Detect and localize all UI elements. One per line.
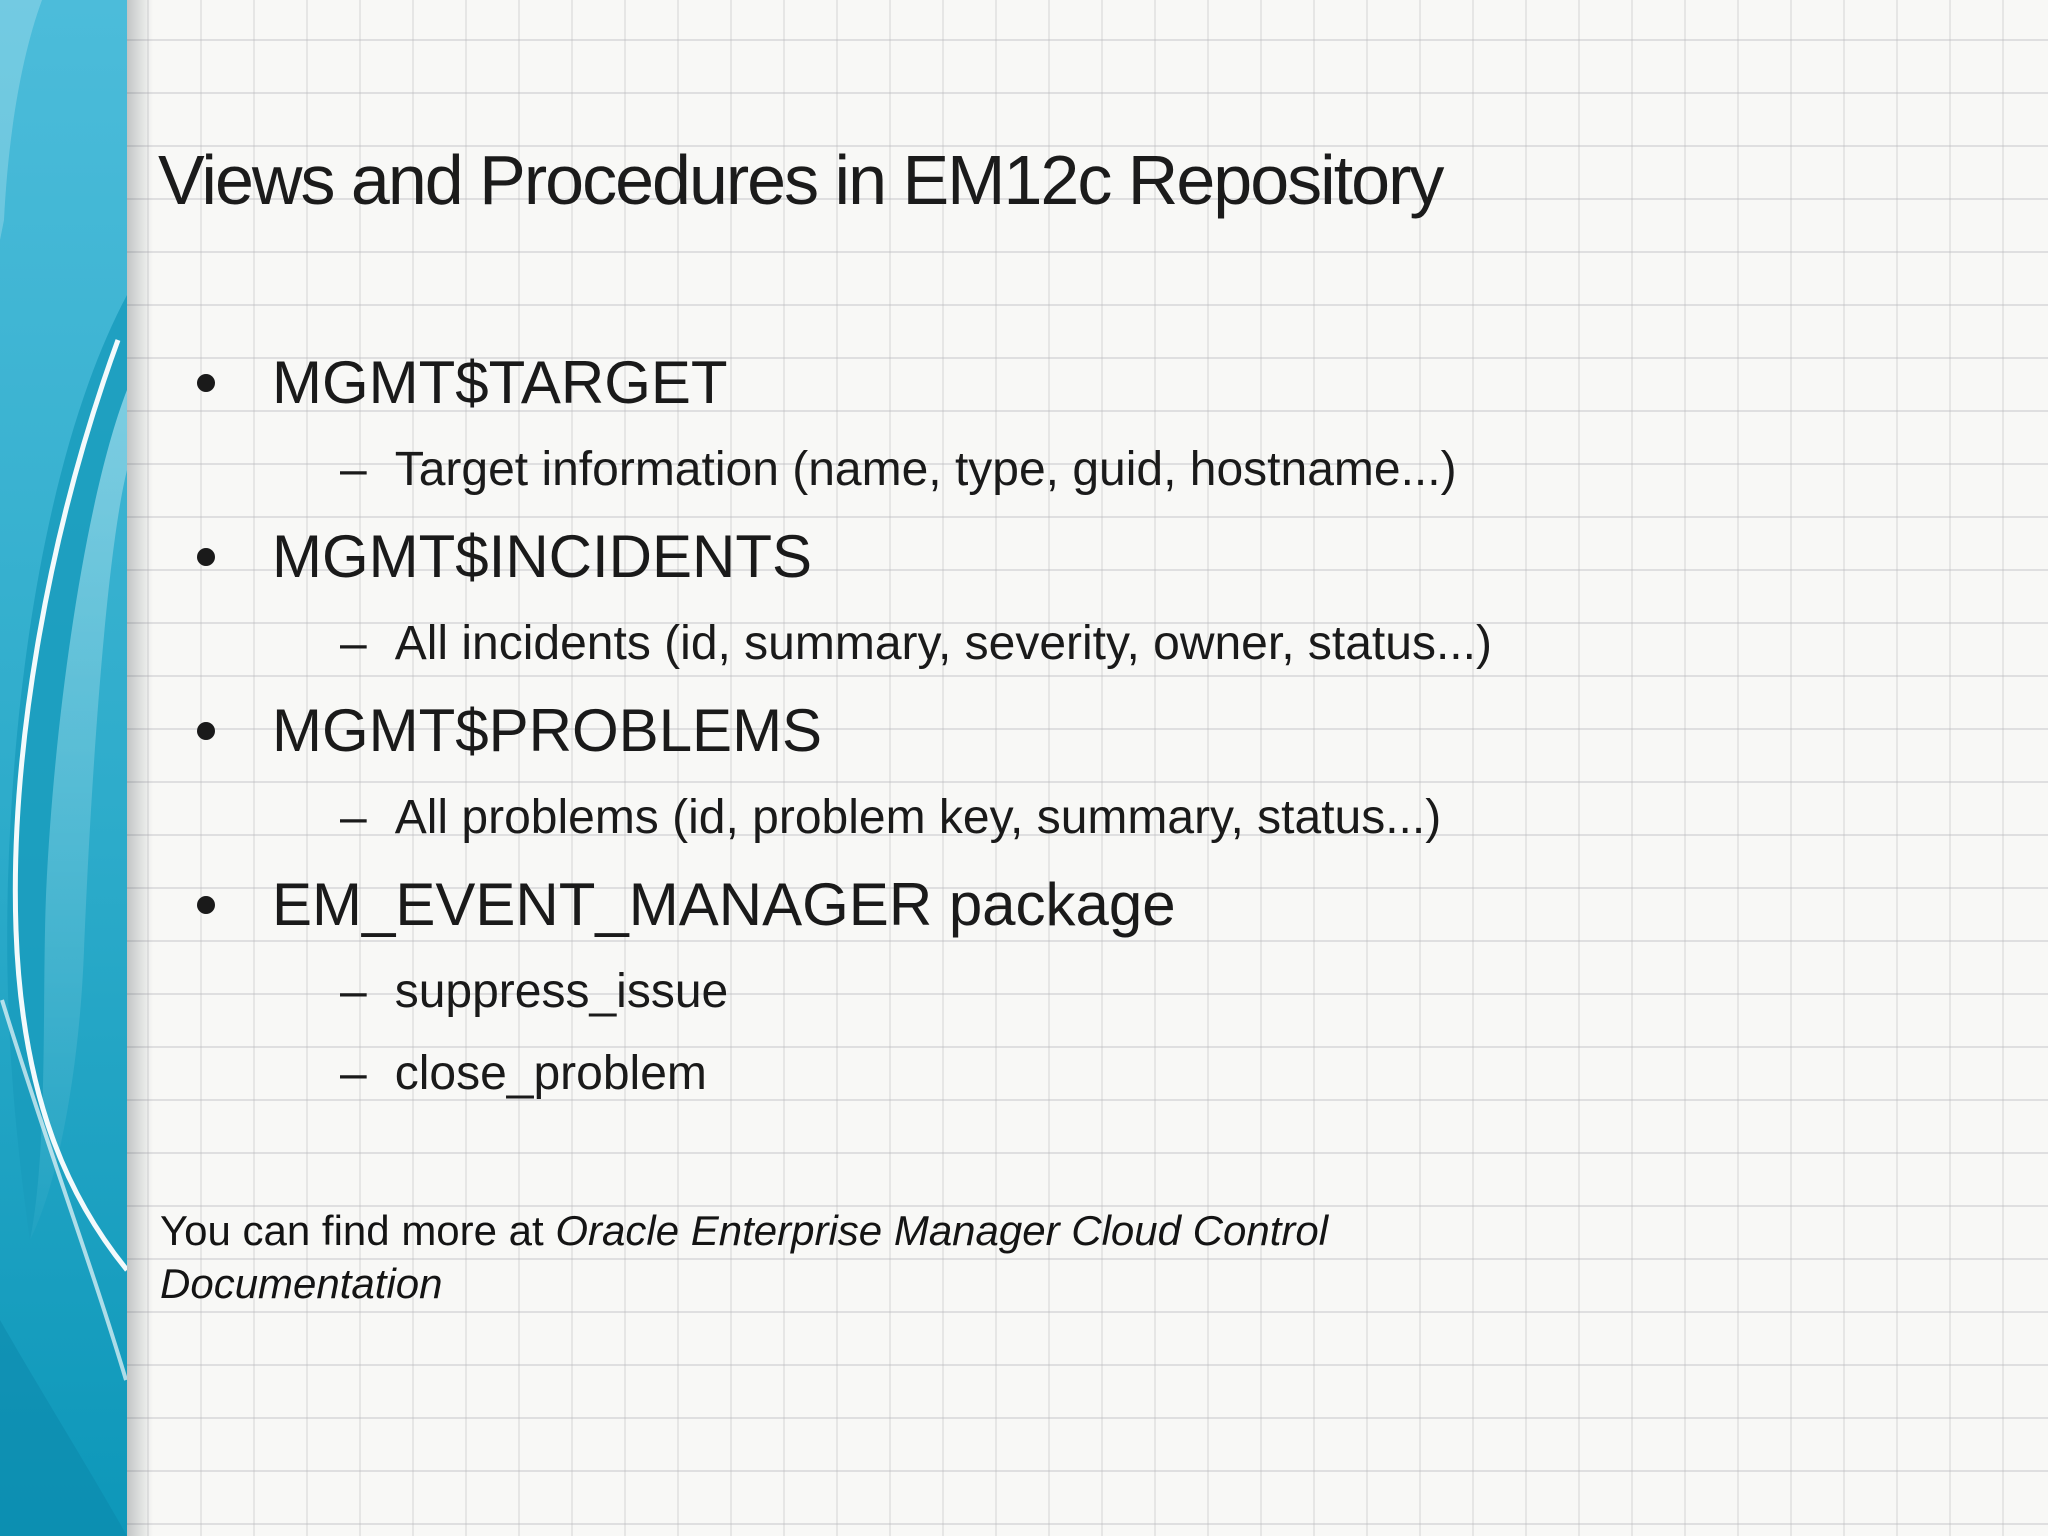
bullet-label: MGMT$INCIDENTS [272,523,812,590]
sub-bullet-dash-icon: – [340,443,367,496]
footer-note-text: You can find more at [160,1207,556,1254]
bullet-list: MGMT$TARGET – Target information (name, … [150,352,1492,1130]
sub-bullet-item: – suppress_issue [150,966,1492,1018]
sub-bullet-item: – Target information (name, type, guid, … [150,444,1492,496]
sub-bullet-item: – close_problem [150,1048,1492,1100]
sub-bullet-dash-icon: – [340,791,367,844]
bullet-item: MGMT$TARGET [150,352,1492,414]
bullet-dot-icon [197,722,215,740]
bullet-label: MGMT$TARGET [272,349,728,416]
sub-bullet-dash-icon: – [340,1047,367,1100]
slide-title: Views and Procedures in EM12c Repository [158,141,1444,219]
bullet-label: EM_EVENT_MANAGER package [272,871,1176,938]
sub-bullet-dash-icon: – [340,617,367,670]
sub-bullet-label: All problems (id, problem key, summary, … [394,791,1442,844]
sub-bullet-item: – All problems (id, problem key, summary… [150,792,1492,844]
sub-bullet-dash-icon: – [340,965,367,1018]
sidebar-drop-shadow [127,0,153,1536]
bullet-dot-icon [197,374,215,392]
sub-bullet-label: All incidents (id, summary, severity, ow… [394,617,1492,670]
bullet-item: MGMT$INCIDENTS [150,526,1492,588]
footer-note: You can find more at Oracle Enterprise M… [160,1205,1560,1310]
sub-bullet-label: Target information (name, type, guid, ho… [394,443,1457,496]
bullet-dot-icon [197,548,215,566]
bullet-dot-icon [197,896,215,914]
footer-reference-title: Oracle Enterprise Manager Cloud Control … [160,1207,1329,1307]
bullet-item: EM_EVENT_MANAGER package [150,874,1492,936]
sub-bullet-label: close_problem [394,1047,707,1100]
sub-bullet-item: – All incidents (id, summary, severity, … [150,618,1492,670]
sidebar-swirl-graphic [0,0,127,1536]
bullet-item: MGMT$PROBLEMS [150,700,1492,762]
sidebar-art [0,0,127,1536]
bullet-label: MGMT$PROBLEMS [272,697,823,764]
slide-content: Views and Procedures in EM12c Repository… [150,0,2020,1536]
sub-bullet-label: suppress_issue [394,965,729,1018]
